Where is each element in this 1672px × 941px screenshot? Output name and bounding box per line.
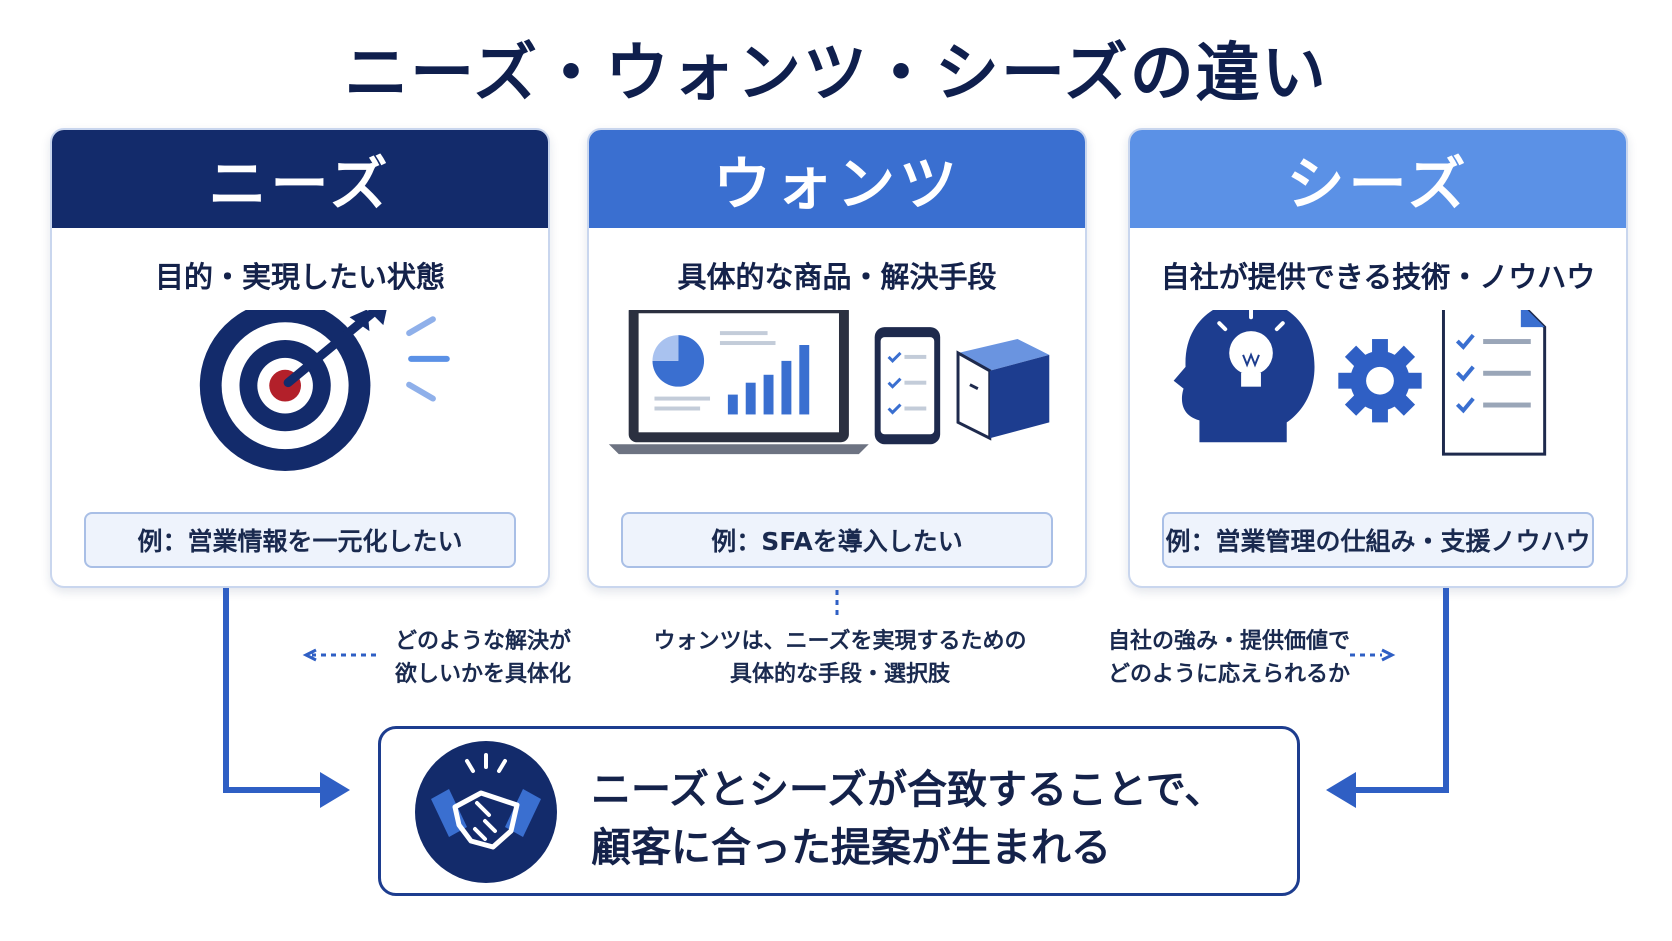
handshake-icon bbox=[415, 741, 557, 883]
note-seeds: 自社の強み・提供価値で どのように応えられるか bbox=[1108, 629, 1351, 687]
card-needs: ニーズ 目的・実現したい状態 例：営業情報を一元化したい bbox=[50, 128, 550, 588]
note-needs: どのような解決が 欲しいかを具体化 bbox=[395, 629, 572, 687]
arrow-left-icon bbox=[1326, 772, 1356, 808]
card-needs-subtitle: 目的・実現したい状態 bbox=[154, 260, 445, 294]
card-seeds: シーズ 自社が提供できる技術・ノウハウ 例：営業管理の仕組み・支援ノウハウ bbox=[1128, 128, 1628, 588]
target-icon bbox=[199, 310, 450, 471]
card-needs-header: ニーズ bbox=[52, 130, 548, 228]
card-wants-header: ウォンツ bbox=[589, 130, 1085, 228]
laptop-phone-box-icons bbox=[608, 310, 1050, 455]
card-needs-example: 例：営業情報を一元化したい bbox=[84, 512, 516, 568]
note-wants: ウォンツは、ニーズを実現するための 具体的な手段・選択肢 bbox=[653, 629, 1027, 687]
arrow-right-icon bbox=[320, 772, 350, 808]
head-gear-checklist-icons bbox=[1173, 310, 1547, 456]
card-wants-example: 例：SFAを導入したい bbox=[621, 512, 1053, 568]
card-seeds-subtitle: 自社が提供できる技術・ノウハウ bbox=[1160, 260, 1596, 294]
card-seeds-header: シーズ bbox=[1130, 130, 1626, 228]
card-seeds-example: 例：営業管理の仕組み・支援ノウハウ bbox=[1162, 512, 1594, 568]
page-title: ニーズ・ウォンツ・シーズの違い bbox=[344, 37, 1328, 111]
conclusion-box: ニーズとシーズが合致することで、 顧客に合った提案が生まれる bbox=[378, 726, 1300, 896]
conclusion-text: ニーズとシーズが合致することで、 顧客に合った提案が生まれる bbox=[591, 767, 1225, 871]
card-wants: ウォンツ 具体的な商品・解決手段 例：SFAを導入したい bbox=[587, 128, 1087, 588]
card-wants-subtitle: 具体的な商品・解決手段 bbox=[677, 260, 997, 294]
